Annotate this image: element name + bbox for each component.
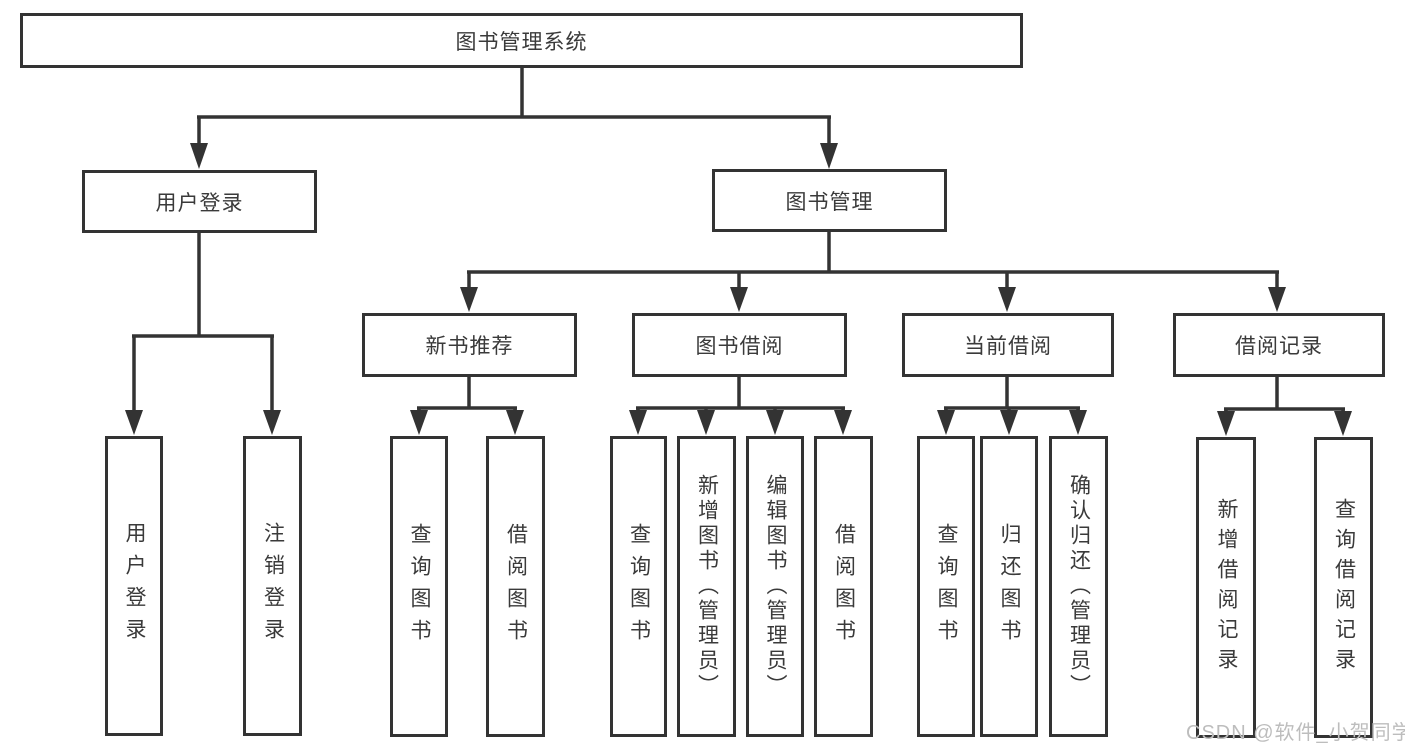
leaf-add-books-admin: 新增图书（管理员） [677,436,736,737]
leaf-logout: 注销登录 [243,436,302,736]
leaf-edit-books-admin: 编辑图书（管理员） [746,436,804,737]
connector-borrow-record [1224,377,1345,413]
node-user-login: 用户登录 [82,170,317,233]
arrowheads [125,143,1352,436]
connector-current-borrow [944,377,1080,412]
leaf-query-books-recommend: 查询图书 [390,436,448,737]
connector-user-login [132,233,274,412]
node-new-book-recommend: 新书推荐 [362,313,577,377]
leaf-confirm-return-admin: 确认归还（管理员） [1049,436,1108,737]
connector-book-management [467,232,1279,289]
leaf-user-login: 用户登录 [105,436,163,736]
leaf-query-books-current: 查询图书 [917,436,975,737]
leaf-return-books: 归还图书 [980,436,1038,737]
leaf-query-books-borrow: 查询图书 [610,436,667,737]
connector-root [197,68,831,144]
node-current-borrow: 当前借阅 [902,313,1114,377]
leaf-borrow-books-recommend: 借阅图书 [486,436,545,737]
node-borrow-record: 借阅记录 [1173,313,1385,377]
node-book-borrow: 图书借阅 [632,313,847,377]
watermark-text: CSDN @软件_小贺同学 [1186,722,1405,744]
node-library-management-system: 图书管理系统 [20,13,1023,68]
leaf-borrow-books: 借阅图书 [814,436,873,737]
leaf-add-borrow-record: 新增借阅记录 [1196,437,1256,738]
leaf-query-borrow-record: 查询借阅记录 [1314,437,1373,738]
connector-book-borrow [636,377,845,412]
connector-new-book-recommend [417,377,517,412]
node-book-management: 图书管理 [712,169,947,232]
